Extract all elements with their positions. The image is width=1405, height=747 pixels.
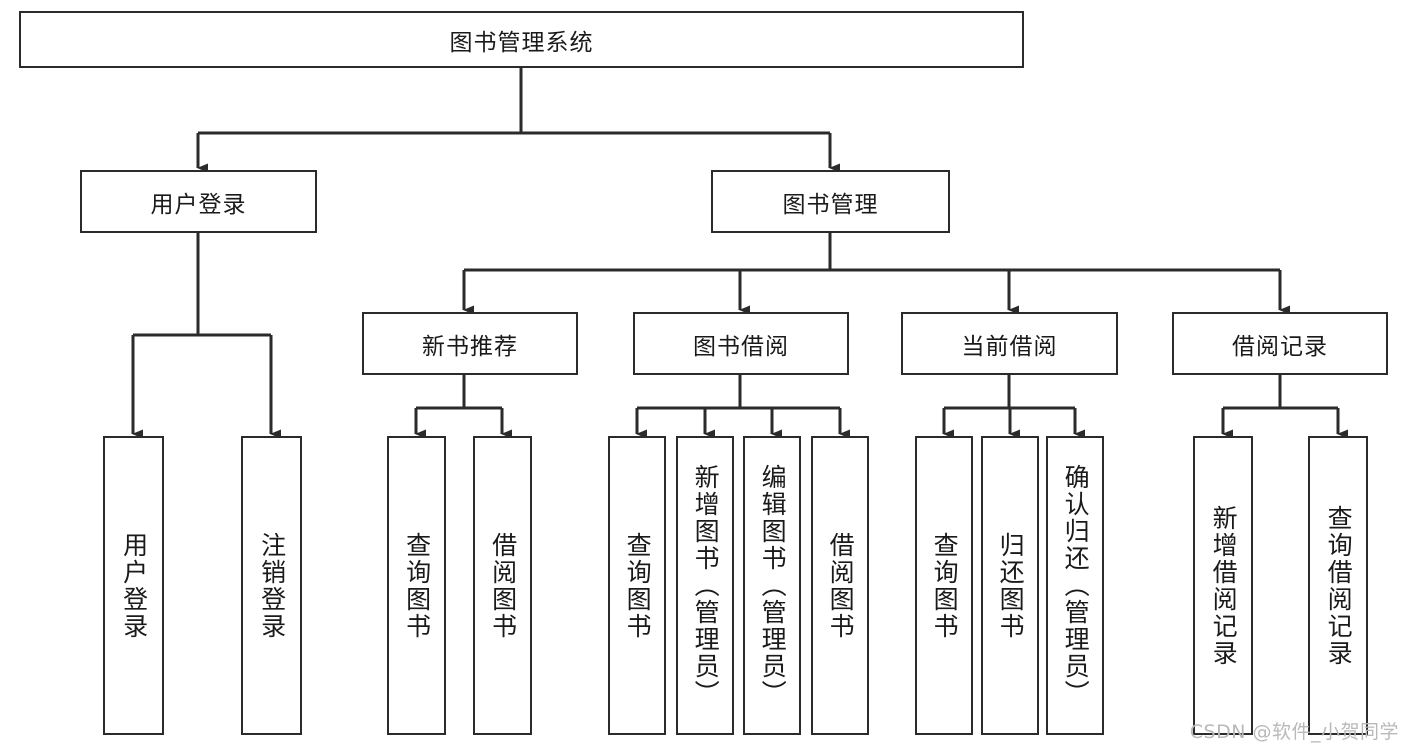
node-book-borrow[interactable]: 图书借阅 xyxy=(633,312,849,375)
node-book-borrow-label: 图书借阅 xyxy=(693,333,789,360)
node-leaf-confirm-return-label: 确认归还（管理员） xyxy=(1061,464,1091,707)
node-book-manage[interactable]: 图书管理 xyxy=(711,170,950,233)
node-leaf-user-login-label: 用户登录 xyxy=(119,531,149,640)
node-leaf-confirm-return[interactable]: 确认归还（管理员） xyxy=(1046,436,1104,735)
node-leaf-borrow-book-2[interactable]: 借阅图书 xyxy=(811,436,869,735)
node-book-manage-label: 图书管理 xyxy=(782,191,879,218)
node-leaf-query-record-label: 查询借阅记录 xyxy=(1324,504,1354,667)
node-leaf-add-record[interactable]: 新增借阅记录 xyxy=(1193,436,1253,735)
node-leaf-borrow-book-1-label: 借阅图书 xyxy=(488,531,518,640)
node-root-label: 图书管理系统 xyxy=(449,29,594,56)
node-leaf-user-login[interactable]: 用户登录 xyxy=(103,436,164,735)
node-leaf-user-logout-label: 注销登录 xyxy=(257,531,287,640)
node-leaf-return-book[interactable]: 归还图书 xyxy=(981,436,1039,735)
node-new-book-recommend[interactable]: 新书推荐 xyxy=(362,312,578,375)
node-leaf-query-book-3[interactable]: 查询图书 xyxy=(915,436,973,735)
node-leaf-query-book-1-label: 查询图书 xyxy=(402,531,432,640)
node-leaf-query-book-2-label: 查询图书 xyxy=(623,531,653,640)
node-leaf-query-record[interactable]: 查询借阅记录 xyxy=(1308,436,1368,735)
node-leaf-query-book-3-label: 查询图书 xyxy=(930,531,960,640)
node-current-borrow-label: 当前借阅 xyxy=(961,333,1058,360)
node-leaf-query-book-1[interactable]: 查询图书 xyxy=(387,436,446,735)
node-leaf-query-book-2[interactable]: 查询图书 xyxy=(608,436,666,735)
node-leaf-edit-book[interactable]: 编辑图书（管理员） xyxy=(743,436,801,735)
node-user-login[interactable]: 用户登录 xyxy=(80,170,317,233)
node-leaf-add-record-label: 新增借阅记录 xyxy=(1209,504,1239,667)
node-borrow-record[interactable]: 借阅记录 xyxy=(1172,312,1388,375)
node-new-book-recommend-label: 新书推荐 xyxy=(422,333,518,360)
node-user-login-label: 用户登录 xyxy=(150,191,247,218)
node-leaf-add-book[interactable]: 新增图书（管理员） xyxy=(676,436,734,735)
node-borrow-record-label: 借阅记录 xyxy=(1232,333,1328,360)
node-leaf-borrow-book-1[interactable]: 借阅图书 xyxy=(473,436,532,735)
node-leaf-return-book-label: 归还图书 xyxy=(996,531,1026,640)
node-leaf-add-book-label: 新增图书（管理员） xyxy=(691,464,721,707)
node-leaf-borrow-book-2-label: 借阅图书 xyxy=(826,531,856,640)
node-leaf-user-logout[interactable]: 注销登录 xyxy=(241,436,302,735)
node-current-borrow[interactable]: 当前借阅 xyxy=(901,312,1118,375)
node-root[interactable]: 图书管理系统 xyxy=(19,11,1024,68)
node-leaf-edit-book-label: 编辑图书（管理员） xyxy=(758,464,788,707)
csdn-watermark: CSDN @软件_小贺同学 xyxy=(1189,721,1399,743)
